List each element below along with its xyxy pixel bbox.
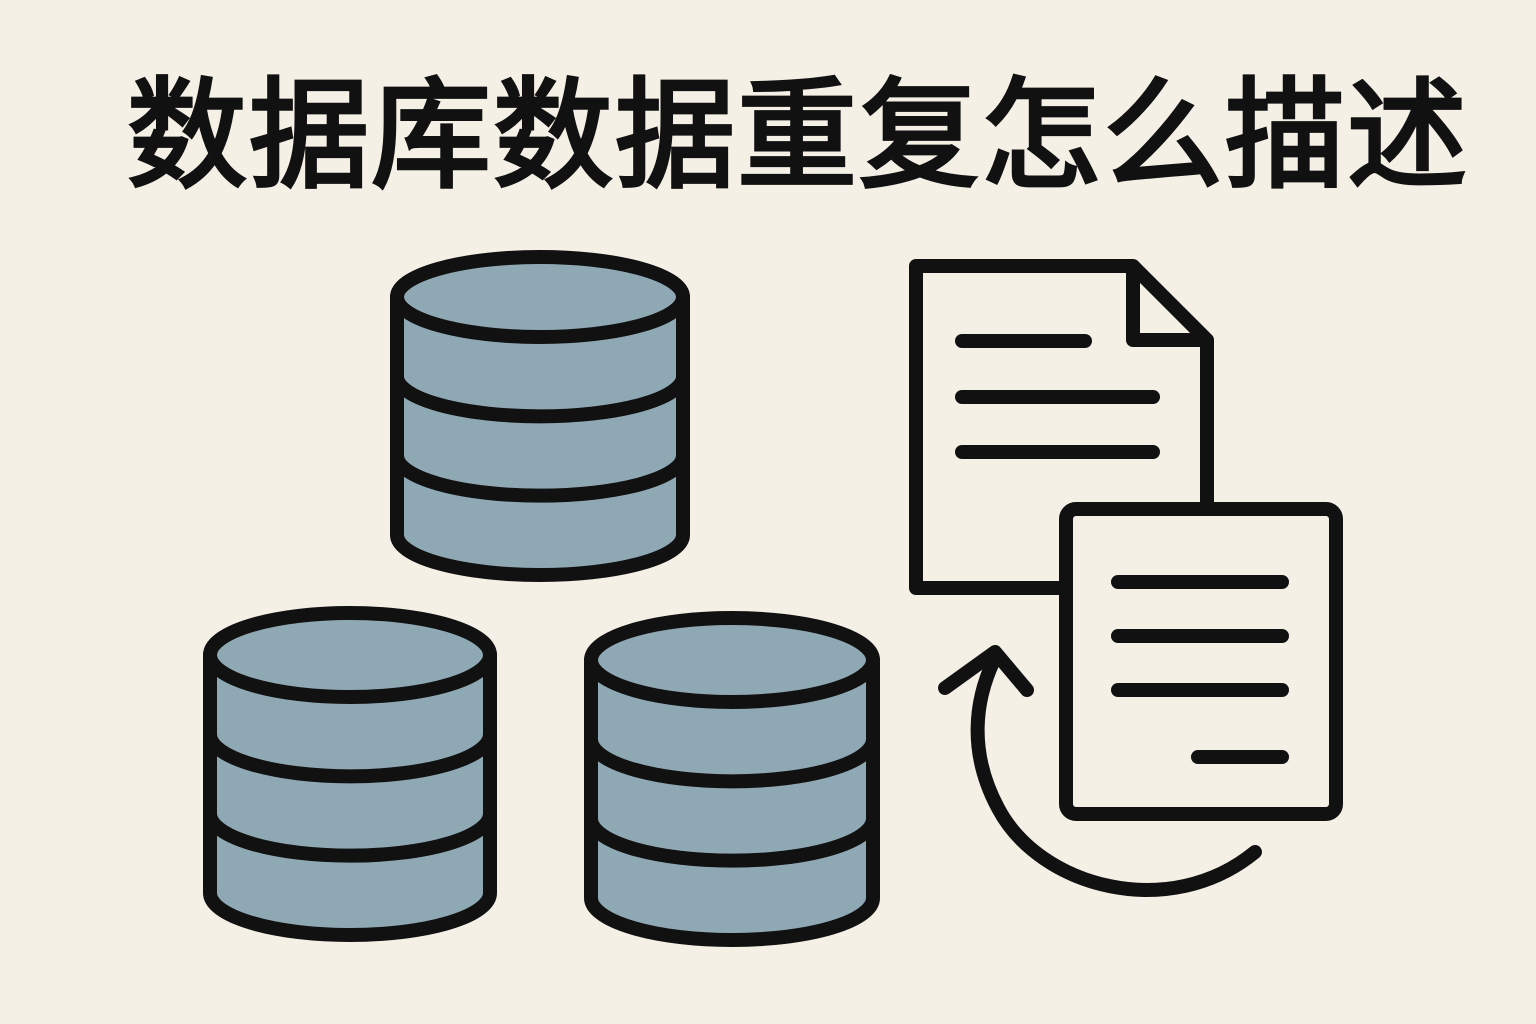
cylinder-band [584,817,880,868]
circular-arrow-icon [938,645,1262,897]
arrow-head [938,645,1034,697]
cylinder-band [390,375,690,424]
cylinder-top [390,250,690,344]
cylinder-body [390,290,690,582]
cylinder-body [584,653,880,947]
cylinder-top [203,606,497,704]
database-stack [203,250,880,947]
arrow-curve [970,653,1262,897]
database-icon-left [203,606,497,942]
database-icon-right [584,611,880,947]
document-icon-duplicate [1059,502,1343,821]
database-icon-top [390,250,690,582]
document-fold [1126,266,1207,347]
cylinder-band [390,454,690,503]
cylinder-band [203,812,497,863]
page-title: 数据库数据重复怎么描述 [127,67,1469,206]
cylinder-top [584,611,880,709]
duplicate-documents [909,259,1343,897]
cylinder-band [584,738,880,789]
cylinder-band [203,733,497,784]
cylinder-body [203,648,497,942]
document-page [1059,502,1343,821]
